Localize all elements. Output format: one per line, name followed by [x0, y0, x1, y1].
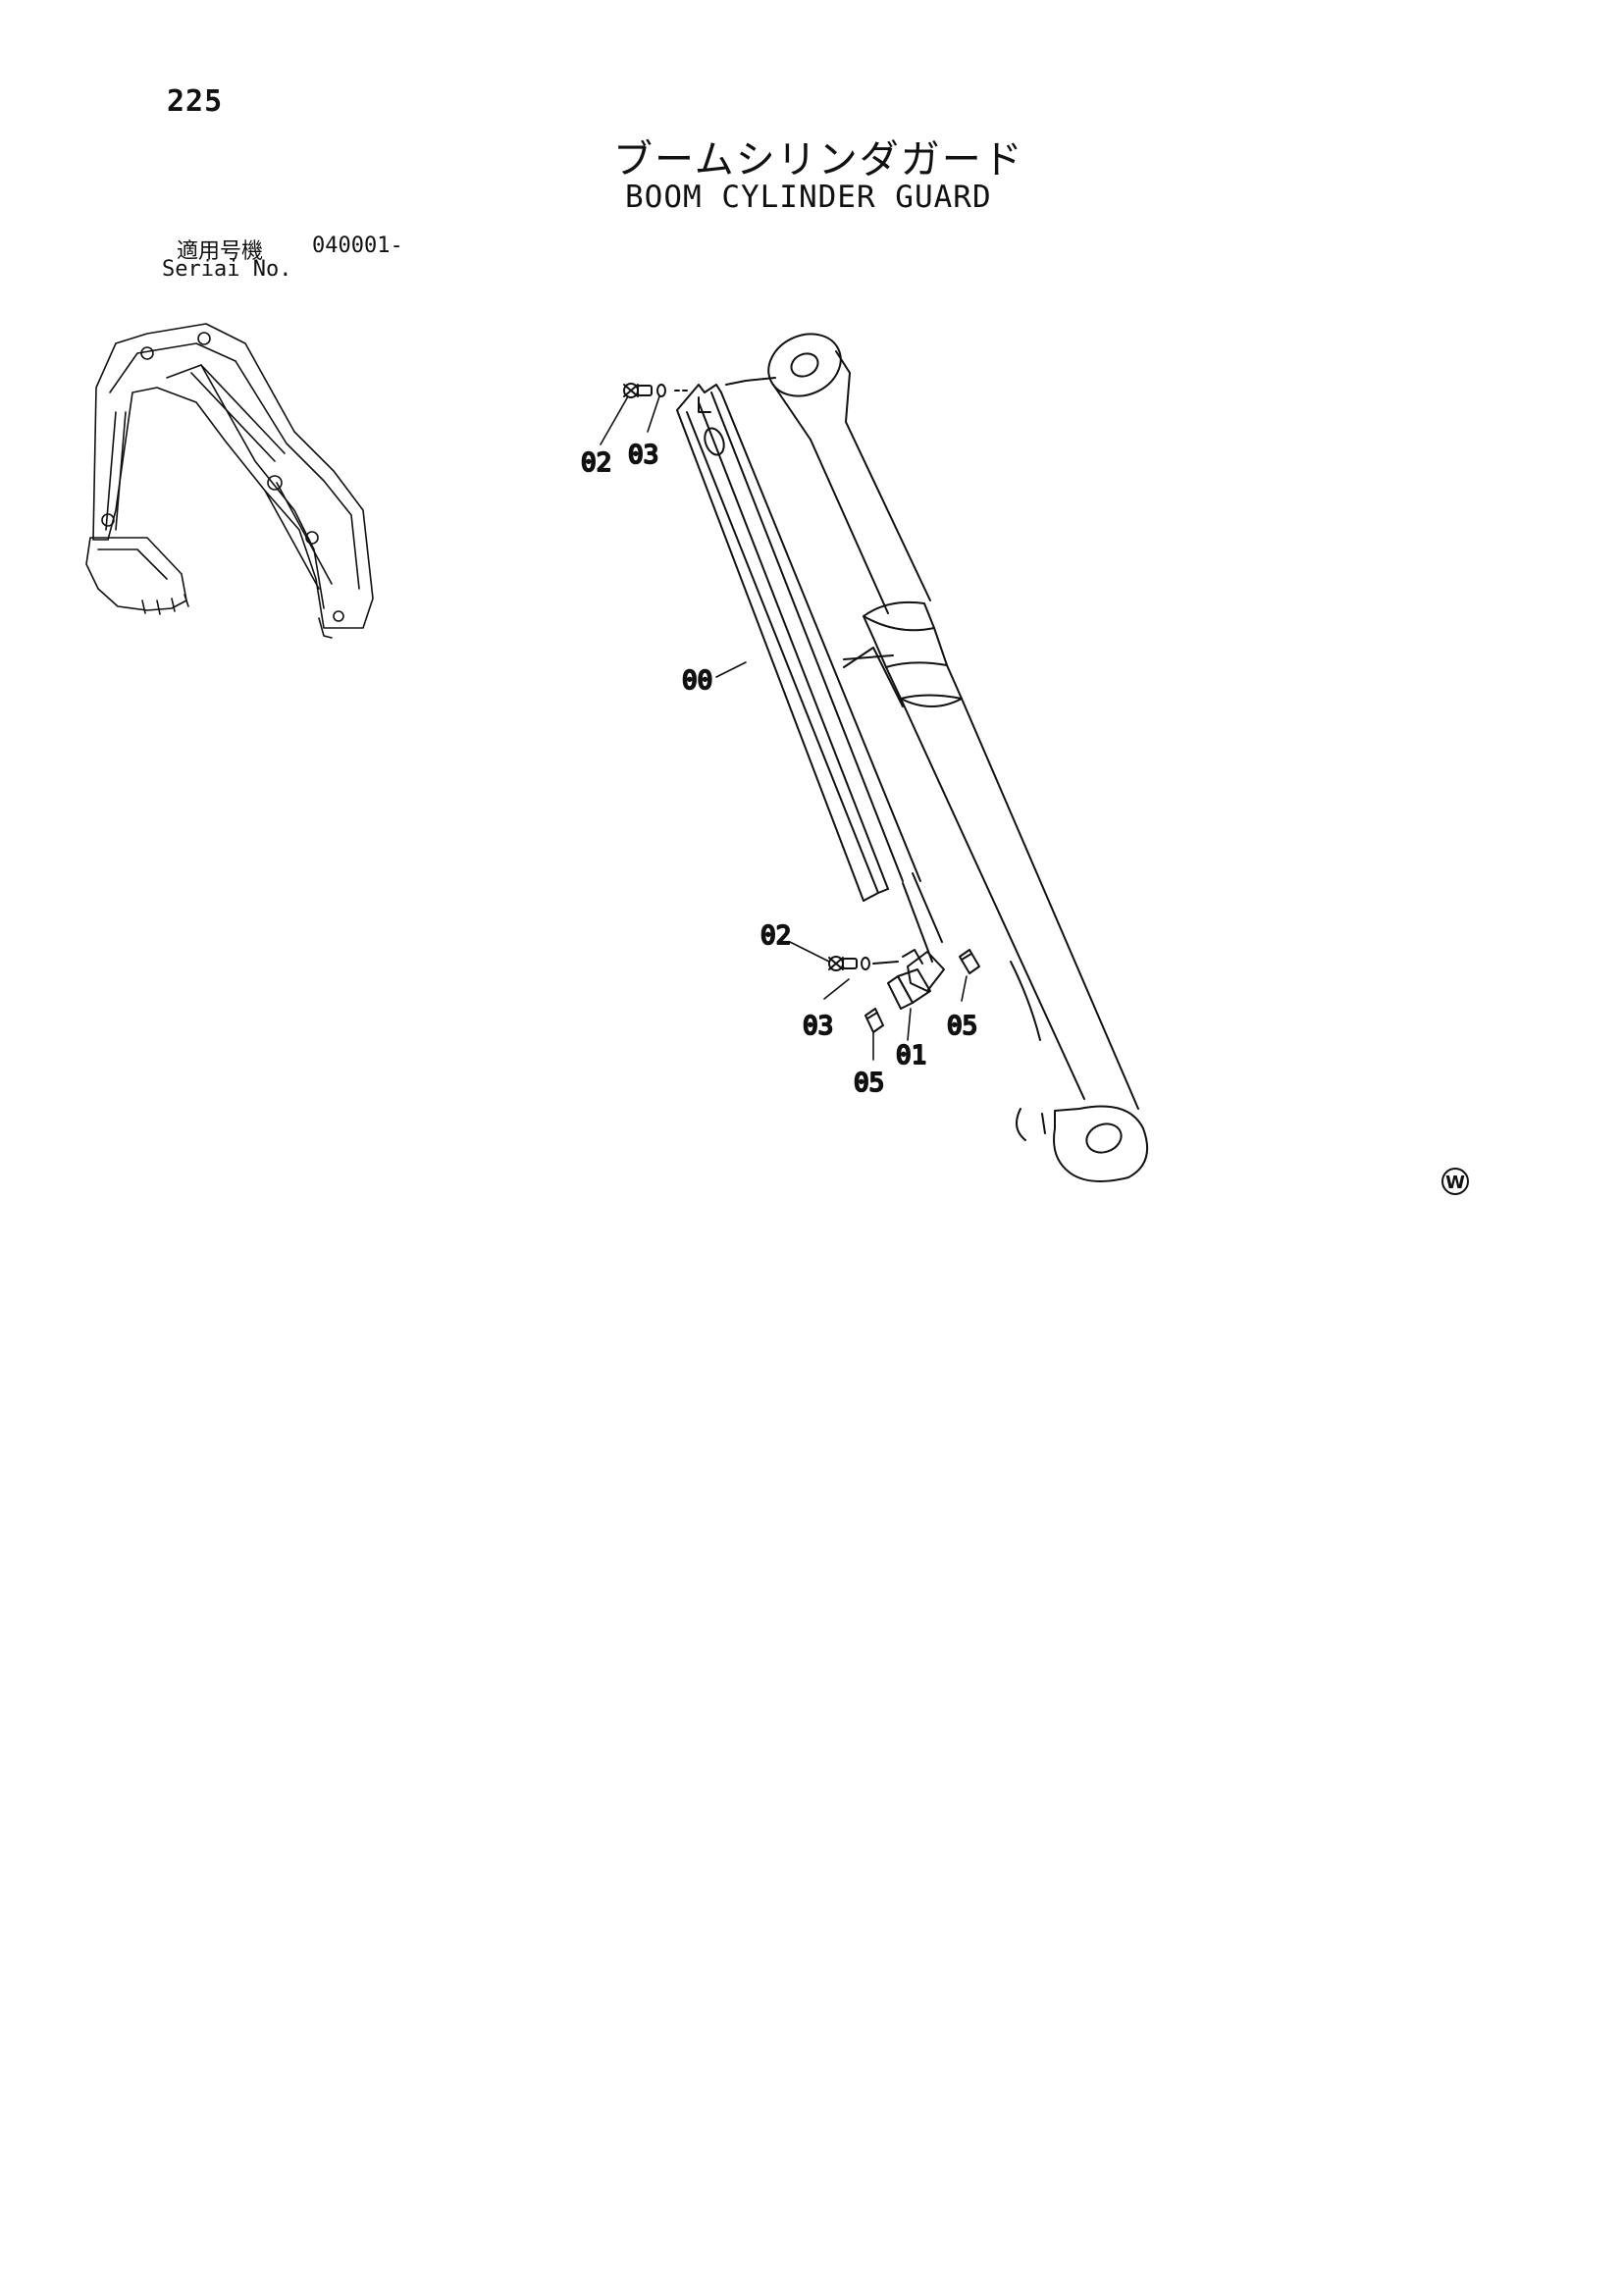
- lower-bracket-assembly: [828, 949, 980, 1033]
- serial-number-value: 040001-: [312, 234, 403, 258]
- boom-cylinder: [767, 333, 1148, 1182]
- callout-top-bolt: 02: [581, 448, 611, 478]
- callout-spacer-right: 05: [947, 1012, 977, 1041]
- page-title-japanese: ブームシリンダガード: [613, 137, 1024, 183]
- excavator-arm-thumbnail: [85, 323, 374, 639]
- page-title: BOOM CYLINDER GUARD: [625, 180, 992, 215]
- callout-bracket: 01: [896, 1041, 926, 1070]
- serial-label: Seriai No.: [162, 257, 292, 282]
- callout-guard: 00: [682, 666, 712, 696]
- callout-lower-washer: 03: [803, 1012, 833, 1041]
- callout-leaders: [600, 395, 968, 1061]
- serial-label-japanese: 適用号機: [177, 239, 264, 264]
- svg-text:W: W: [1445, 1173, 1465, 1193]
- callout-top-washer: 03: [628, 441, 658, 470]
- cylinder-guard: [676, 384, 943, 963]
- top-bolt-and-washer: [623, 377, 776, 398]
- callout-spacer-left: 05: [854, 1069, 884, 1098]
- callout-lower-bolt: 02: [760, 921, 791, 951]
- page-number: 225: [167, 84, 224, 119]
- circled-w-mark: W: [1441, 1168, 1469, 1195]
